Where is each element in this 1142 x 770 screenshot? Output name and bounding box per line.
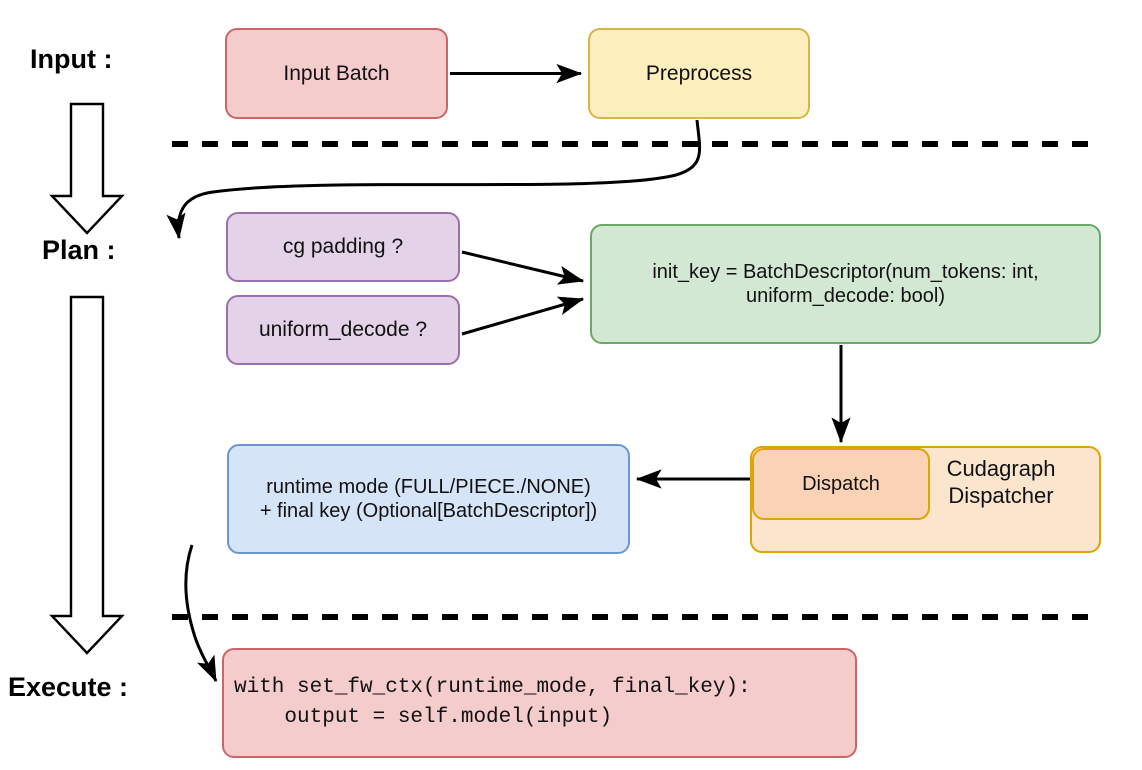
node-cudagraph-dispatcher-label: Cudagraph Dispatcher [946,456,1056,508]
plan-to-execute-block-arrow [49,295,125,655]
input-to-plan-block-arrow [49,102,125,235]
edge-cg-padding-to-init-key [461,250,585,285]
node-uniform-decode[interactable]: uniform_decode ? [226,295,460,365]
node-input-batch[interactable]: Input Batch [225,28,448,119]
node-preprocess[interactable]: Preprocess [588,28,810,119]
node-cg-padding[interactable]: cg padding ? [226,212,460,282]
stage-label-input: Input : [30,44,113,74]
stage-label-plan: Plan : [42,235,116,265]
edge-uniform-decode-to-init-key [461,296,585,336]
stage-label-execute: Execute : [8,672,129,702]
node-dispatch[interactable]: Dispatch [752,448,930,520]
edge-runtime-mode-to-code [184,544,218,683]
node-init-key[interactable]: init_key = BatchDescriptor(num_tokens: i… [590,224,1101,344]
node-runtime-mode[interactable]: runtime mode (FULL/PIECE./NONE) + final … [227,444,630,554]
node-code-block[interactable]: with set_fw_ctx(runtime_mode, final_key)… [222,648,857,758]
